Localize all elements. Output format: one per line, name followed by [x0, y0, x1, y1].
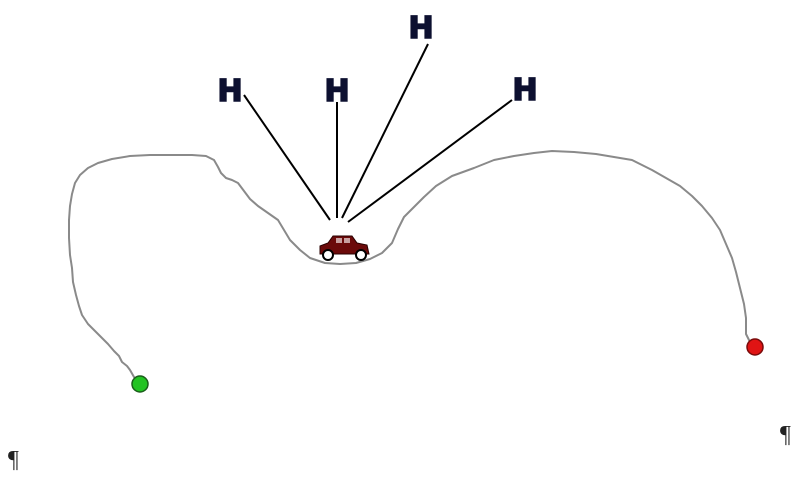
start-marker-green-dot: [131, 375, 149, 393]
car-icon: [319, 235, 370, 261]
h-label-1: H: [217, 74, 242, 109]
paragraph-mark-right: ¶: [780, 422, 791, 448]
paragraph-mark-left: ¶: [8, 447, 19, 473]
line-to-h4: [347, 99, 513, 223]
road-curve: [68, 150, 751, 384]
h-label-3: H: [408, 11, 433, 46]
h-label-2: H: [324, 74, 349, 109]
end-marker-red-dot: [746, 338, 764, 356]
h-label-4: H: [512, 73, 537, 108]
line-to-h1: [243, 94, 331, 221]
line-to-h3: [341, 43, 429, 219]
